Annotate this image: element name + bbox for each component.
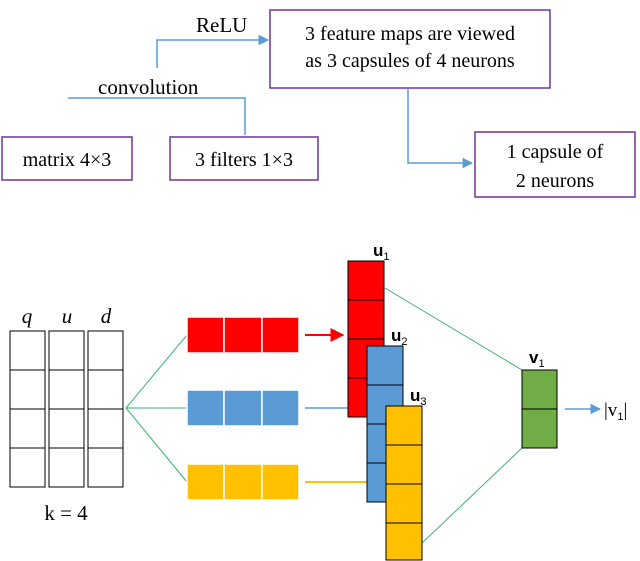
capsule-u3 <box>385 405 423 561</box>
column-label-u: u <box>62 304 73 328</box>
label-v1: v1 <box>529 348 545 370</box>
label-u3: u3 <box>410 386 427 408</box>
connector-u3-v1 <box>419 447 523 546</box>
filter-red <box>186 316 300 354</box>
capsule-v1 <box>521 369 558 449</box>
connector-u1-v1 <box>384 287 523 371</box>
capsule-line1: 1 capsule of <box>507 141 604 163</box>
feature-maps-line2: as 3 capsules of 4 neurons <box>305 50 515 72</box>
feature-maps-box: 3 feature maps are viewed as 3 capsules … <box>269 9 551 89</box>
connector-matrix-orange <box>125 407 188 483</box>
filters-box-label: 3 filters 1×3 <box>195 149 293 171</box>
capsule-line2: 2 neurons <box>516 170 595 192</box>
matrix-box-label: matrix 4×3 <box>23 149 112 171</box>
output-norm-label: |v1| <box>604 400 627 423</box>
label-u2: u2 <box>391 326 408 348</box>
flow-connectors <box>68 34 474 169</box>
relu-label: ReLU <box>196 13 247 37</box>
network-connectors <box>125 287 523 546</box>
input-matrix: q u d k = 4 <box>9 304 124 525</box>
column-label-q: q <box>22 304 33 328</box>
relu-arrow <box>156 34 270 68</box>
matrix-caption: k = 4 <box>44 501 88 525</box>
feature-maps-line1: 3 feature maps are viewed <box>305 23 515 45</box>
convolution-label: convolution <box>98 75 199 99</box>
connector-matrix-red <box>125 334 188 409</box>
filter-orange <box>186 463 300 501</box>
filter-blue <box>186 389 300 427</box>
convolution-connector <box>68 97 246 135</box>
matrix-box: matrix 4×3 <box>1 136 133 181</box>
filters-box: 3 filters 1×3 <box>169 136 319 181</box>
capsule-arrow <box>407 89 474 169</box>
label-u1: u1 <box>373 241 390 263</box>
output-capsule-box: 1 capsule of 2 neurons <box>474 131 636 198</box>
column-label-d: d <box>101 304 112 328</box>
